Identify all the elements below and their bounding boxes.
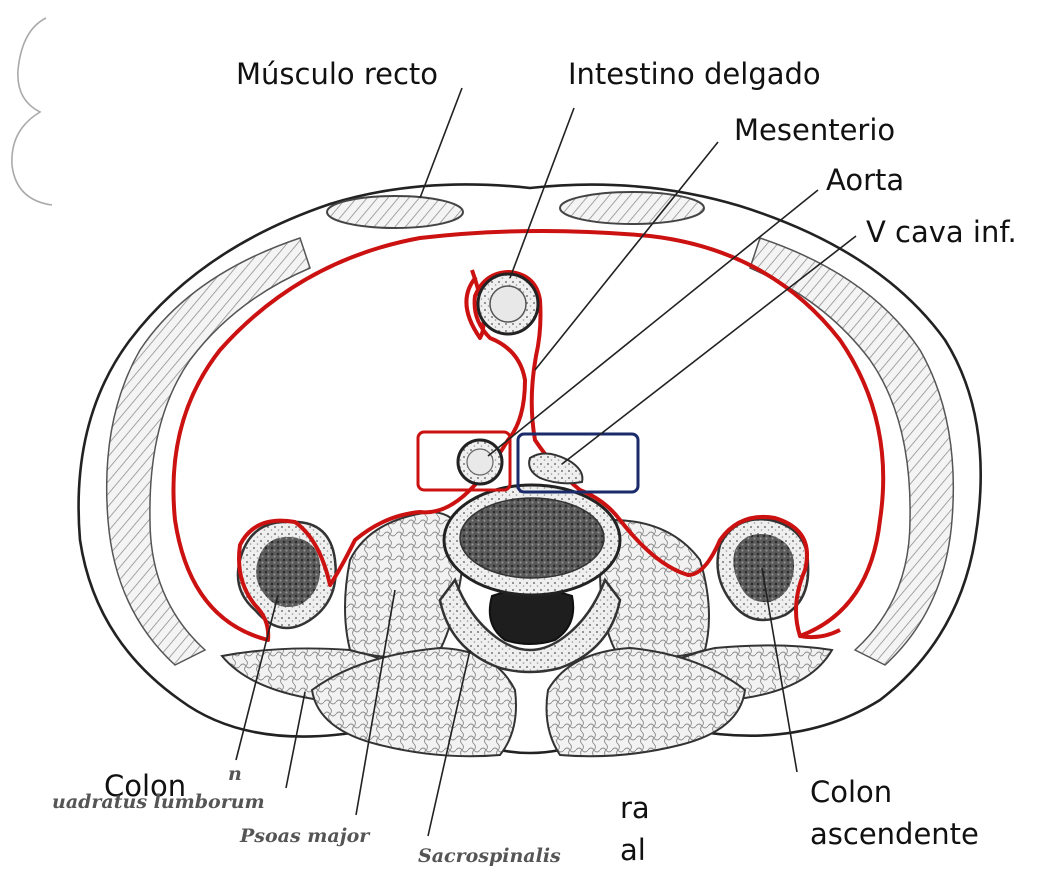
rectus-muscle-right xyxy=(559,191,705,225)
label-ascendente: ascendente xyxy=(810,817,979,851)
rectus-muscle-left xyxy=(326,195,464,229)
label-ra: ra xyxy=(620,791,650,825)
label-al: al xyxy=(620,833,646,867)
leader-quadratus xyxy=(285,691,306,789)
leader-colon-left xyxy=(235,594,279,761)
page-edge-curve xyxy=(11,17,53,206)
label-sacrospinalis: Sacrospinalis xyxy=(418,845,561,867)
aorta-highlight-box xyxy=(416,430,512,492)
spinal-canal xyxy=(488,588,575,645)
leader-mesenterio xyxy=(534,141,719,371)
label-quadratus-lumborum: uadratus lumborum xyxy=(52,791,265,813)
small-intestine-inner xyxy=(489,285,527,323)
vena-cava-highlight-box xyxy=(516,432,640,494)
leader-v-cava xyxy=(561,235,857,465)
leader-musculo-recto xyxy=(419,87,463,199)
label-mesenterio: Mesenterio xyxy=(734,113,895,147)
label-intestino-delgado: Intestino delgado xyxy=(568,57,821,91)
leader-colon-right xyxy=(761,567,798,773)
vena-cava-vessel xyxy=(528,452,584,485)
aorta-lumen xyxy=(466,448,494,476)
label-psoas-major: Psoas major xyxy=(239,825,371,847)
label-colon-left: Colon xyxy=(104,769,186,803)
leader-psoas xyxy=(355,589,396,816)
label-v-cava: V cava inf. xyxy=(866,215,1017,249)
leader-aorta xyxy=(487,189,819,457)
label-aorta: Aorta xyxy=(826,163,904,197)
vertebral-body-core xyxy=(459,497,605,579)
leader-sacrospinalis xyxy=(427,649,471,837)
label-colon-right: Colon xyxy=(810,775,892,809)
label-musculo-recto: Músculo recto xyxy=(236,57,438,91)
colon-left-core xyxy=(256,536,321,608)
lateral-muscles-right xyxy=(749,237,955,666)
label-colon-left-n: n xyxy=(228,763,242,785)
lateral-muscles-left xyxy=(105,237,311,666)
colon-right-core xyxy=(733,534,795,603)
leader-intestino-delgado xyxy=(509,107,575,279)
peritoneum-line-right-loop xyxy=(799,628,841,640)
sacrospinalis-right xyxy=(545,646,747,758)
vertebral-arch xyxy=(438,577,622,674)
